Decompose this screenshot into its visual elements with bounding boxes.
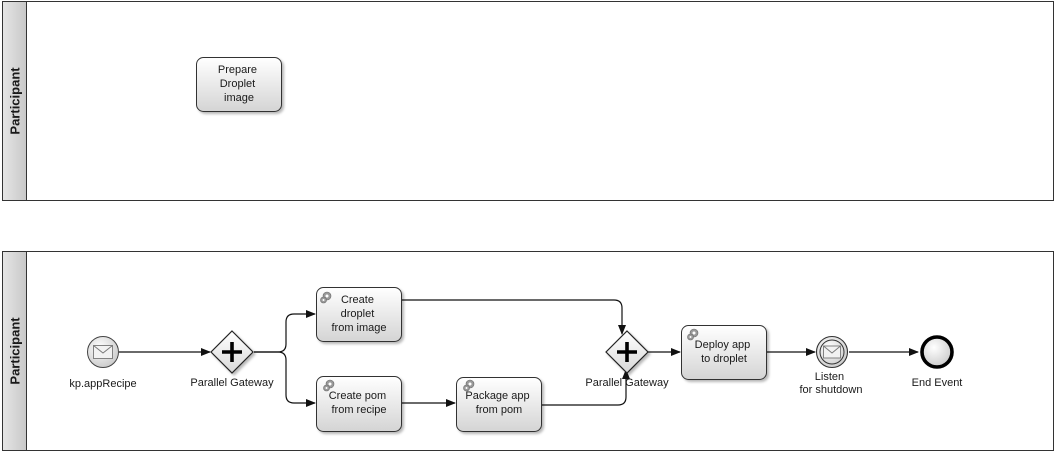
- top-pool-header: [2, 1, 27, 201]
- task-label-line: image: [224, 92, 254, 104]
- task-prepare-droplet-image[interactable]: Prepare Droplet image: [196, 57, 282, 112]
- sequence-flows: [119, 299, 919, 407]
- svg-text:Deploy app to droplet: Deploy app to droplet: [695, 339, 754, 365]
- bottom-pool-header: [2, 251, 27, 451]
- intermediate-event-listen-for-shutdown[interactable]: Listen for shutdown: [800, 335, 863, 397]
- task-label-line: from pom: [476, 404, 522, 416]
- gear-icon: [687, 328, 699, 341]
- plus-icon: [617, 342, 637, 362]
- task-label-line: from recipe: [331, 404, 386, 416]
- gear-icon: [463, 379, 475, 392]
- svg-text:Create droplet fro: Create droplet from image: [331, 294, 386, 334]
- svg-text:Prepare Droplet im: Prepare Droplet image: [218, 64, 260, 104]
- task-label-line: from image: [331, 322, 386, 334]
- flow-create-droplet-to-join[interactable]: [402, 299, 626, 335]
- gateway-join-label: Parallel Gateway: [585, 377, 669, 389]
- flow-split-to-create-pom[interactable]: [254, 351, 316, 407]
- intermediate-event-label-line: for shutdown: [800, 384, 863, 396]
- task-label-line: Create pom: [329, 390, 386, 402]
- end-event-label: End Event: [912, 377, 963, 389]
- gateway-split-label: Parallel Gateway: [190, 377, 274, 389]
- task-deploy-app-to-droplet[interactable]: Deploy app to droplet: [681, 325, 767, 380]
- task-create-droplet-from-image[interactable]: Create droplet from image: [316, 287, 402, 342]
- top-pool[interactable]: Participant: [2, 1, 1054, 201]
- task-label-line: Package app: [465, 390, 529, 402]
- task-package-app-from-pom[interactable]: Package app from pom: [456, 377, 542, 432]
- task-create-pom-from-recipe[interactable]: Create pom from recipe: [316, 376, 402, 432]
- task-label-line: Prepare: [218, 64, 257, 76]
- envelope-icon: [823, 345, 841, 359]
- start-event-label: kp.appRecipe: [69, 378, 136, 390]
- parallel-gateway-split[interactable]: Parallel Gateway: [190, 330, 274, 389]
- gear-icon: [320, 291, 332, 304]
- end-event[interactable]: End Event: [912, 335, 963, 389]
- svg-text:Package app from pom: Package app from pom: [465, 390, 532, 416]
- flow-split-to-create-droplet[interactable]: [254, 310, 316, 353]
- task-label-line: to droplet: [701, 353, 747, 365]
- gear-icon: [323, 379, 335, 392]
- flow-package-to-join[interactable]: [542, 369, 630, 406]
- task-label-line: Deploy app: [695, 339, 751, 351]
- envelope-icon: [93, 345, 113, 359]
- parallel-gateway-join[interactable]: Parallel Gateway: [585, 330, 669, 389]
- start-event-kp-app-recipe[interactable]: kp.appRecipe: [69, 336, 137, 391]
- svg-text:Create pom from recipe: Create pom from recipe: [329, 390, 390, 416]
- top-pool-title: Participant: [8, 67, 23, 135]
- task-label-line: droplet: [341, 308, 375, 320]
- intermediate-event-label-line: Listen: [815, 371, 844, 383]
- task-label-line: Create: [341, 294, 374, 306]
- bottom-pool-title: Participant: [8, 317, 23, 385]
- svg-text:Listen for shutdown: Listen for shutdown: [800, 371, 863, 396]
- plus-icon: [222, 342, 242, 362]
- task-label-line: Droplet: [220, 78, 255, 90]
